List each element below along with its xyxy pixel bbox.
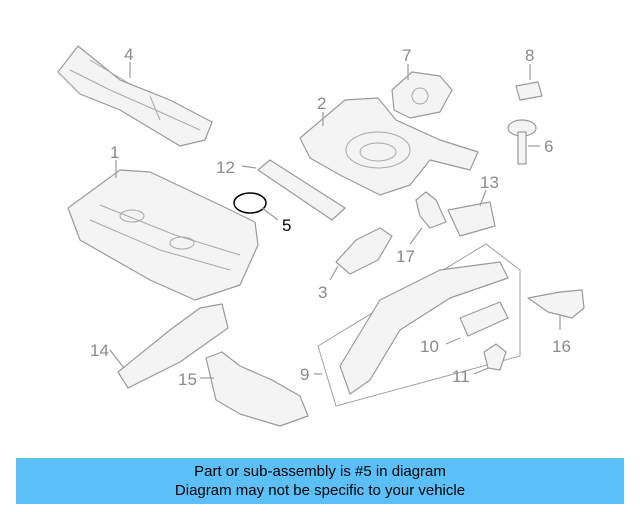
part-15-drawing[interactable] (205, 351, 309, 427)
part-1-drawing[interactable] (67, 169, 259, 301)
part-5-drawing[interactable] (233, 192, 267, 214)
banner-line-disclaimer: Diagram may not be specific to your vehi… (174, 482, 466, 499)
part-3-drawing[interactable] (335, 227, 393, 275)
info-banner: Part or sub-assembly is #5 in diagram Di… (16, 458, 624, 504)
part-11-drawing[interactable] (483, 343, 507, 371)
parts-diagram: 4 2 7 8 6 1 12 5 3 17 13 9 10 11 16 14 1… (57, 45, 585, 427)
part-12-drawing[interactable] (257, 159, 346, 221)
callout-17[interactable]: 17 (396, 247, 415, 266)
callout-3[interactable]: 3 (318, 283, 327, 302)
part-6-drawing[interactable] (507, 119, 537, 165)
callout-13[interactable]: 13 (480, 173, 499, 192)
callout-10[interactable]: 10 (420, 337, 439, 356)
callout-2[interactable]: 2 (317, 94, 326, 113)
part-14-drawing[interactable] (117, 303, 229, 389)
callout-9[interactable]: 9 (300, 365, 309, 384)
callout-12[interactable]: 12 (216, 158, 235, 177)
callout-labels: 4 2 7 8 6 1 12 5 3 17 13 9 10 11 16 14 1… (90, 45, 571, 389)
part-17-drawing[interactable] (415, 191, 447, 229)
part-9-assembly-box (317, 243, 521, 407)
callout-6[interactable]: 6 (544, 137, 553, 156)
part-9-drawing[interactable] (339, 261, 509, 395)
callout-5[interactable]: 5 (282, 216, 291, 235)
callout-15[interactable]: 15 (178, 370, 197, 389)
part-7-drawing[interactable] (391, 71, 453, 119)
callout-1[interactable]: 1 (110, 143, 119, 162)
callout-8[interactable]: 8 (525, 46, 534, 65)
leader-lines (109, 62, 561, 379)
callout-11[interactable]: 11 (452, 367, 470, 386)
callout-14[interactable]: 14 (90, 341, 109, 360)
part-2-drawing[interactable] (299, 97, 479, 196)
part-10-drawing[interactable] (459, 301, 509, 337)
part-4-drawing[interactable] (57, 45, 213, 147)
callout-4[interactable]: 4 (124, 45, 133, 64)
banner-line-part-number: Part or sub-assembly is #5 in diagram (194, 463, 446, 480)
part-8-drawing[interactable] (515, 81, 543, 101)
part-16-drawing[interactable] (527, 289, 585, 319)
callout-7[interactable]: 7 (402, 46, 411, 65)
part-13-drawing[interactable] (447, 201, 496, 237)
callout-16[interactable]: 16 (552, 337, 571, 356)
